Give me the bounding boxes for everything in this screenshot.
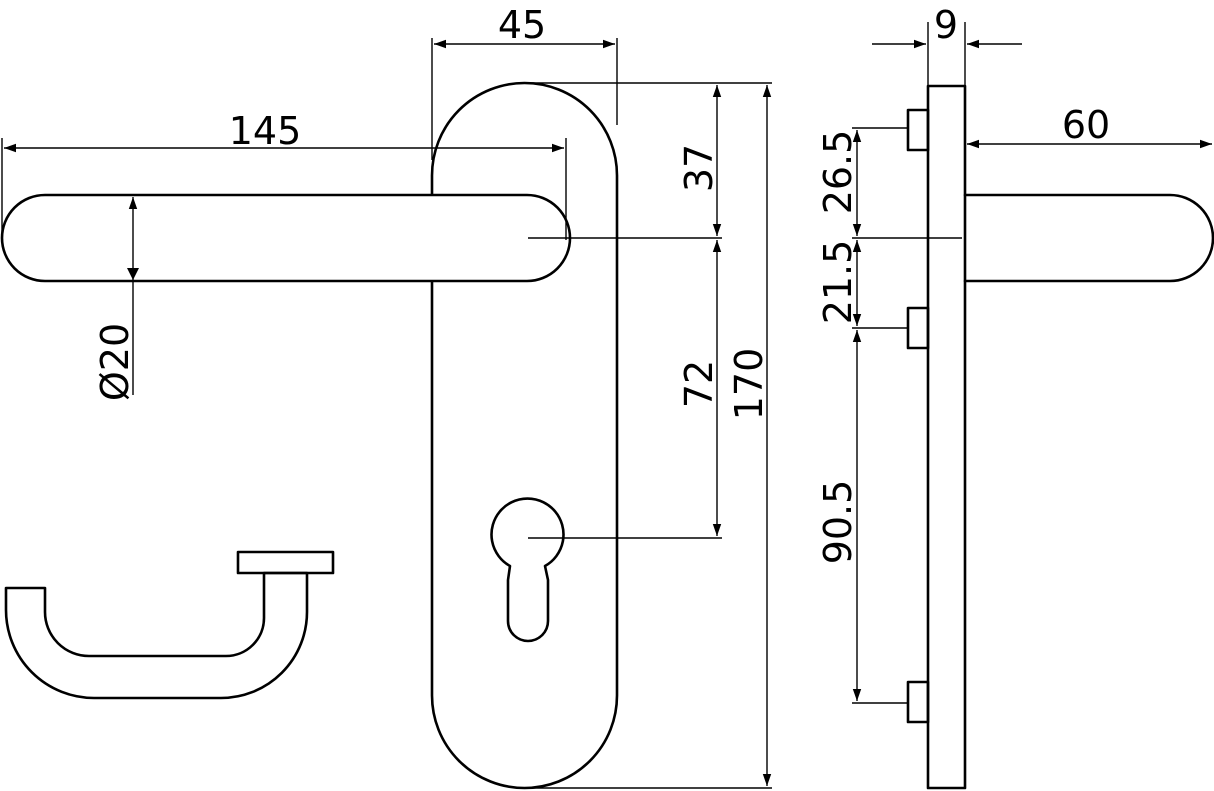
fixing-lug-middle [906,306,930,350]
side-view [852,22,1214,790]
dimension-label-9: 9 [934,3,958,47]
lever-top-profile [4,571,309,700]
dimension-plate-thickness: 9 [872,3,1022,49]
dimension-label-37: 37 [677,144,721,192]
dimension-label-45: 45 [498,3,546,47]
plate-side-profile [926,84,967,790]
dimension-handle-diameter: Ø20 [93,197,139,401]
dimension-handle-to-keyhole: 72 [677,240,722,536]
dimension-fixing-upper: 26.5 [816,130,862,236]
dimension-label-145: 145 [229,109,302,153]
lever-side-profile [963,193,1214,283]
fixing-lug-lower [906,680,930,724]
backplate-outline [430,81,619,790]
dimension-label-26-5: 26.5 [816,130,860,215]
dimension-label-60: 60 [1062,103,1110,147]
dimension-label-90-5: 90.5 [816,480,860,565]
dimension-label-diameter: Ø20 [93,323,137,401]
fixing-lug-upper [906,108,930,152]
dimension-plate-width: 45 [431,3,618,160]
rose-top-profile [236,550,335,575]
dimension-handle-length: 145 [1,109,567,240]
dimension-fixing-middle: 21.5 [816,240,862,326]
lever-handle-outline [0,193,572,283]
dimension-handle-projection: 60 [967,103,1212,149]
keyhole-outline [490,497,565,643]
dimension-label-170: 170 [727,348,771,421]
front-view [0,81,772,790]
top-view [4,550,335,700]
dimension-label-21-5: 21.5 [816,240,860,325]
dimension-plate-height: 170 [727,85,772,786]
dimension-fixing-lower: 90.5 [816,330,862,701]
dimension-label-72: 72 [677,360,721,408]
dimension-top-to-handle: 37 [677,85,722,236]
